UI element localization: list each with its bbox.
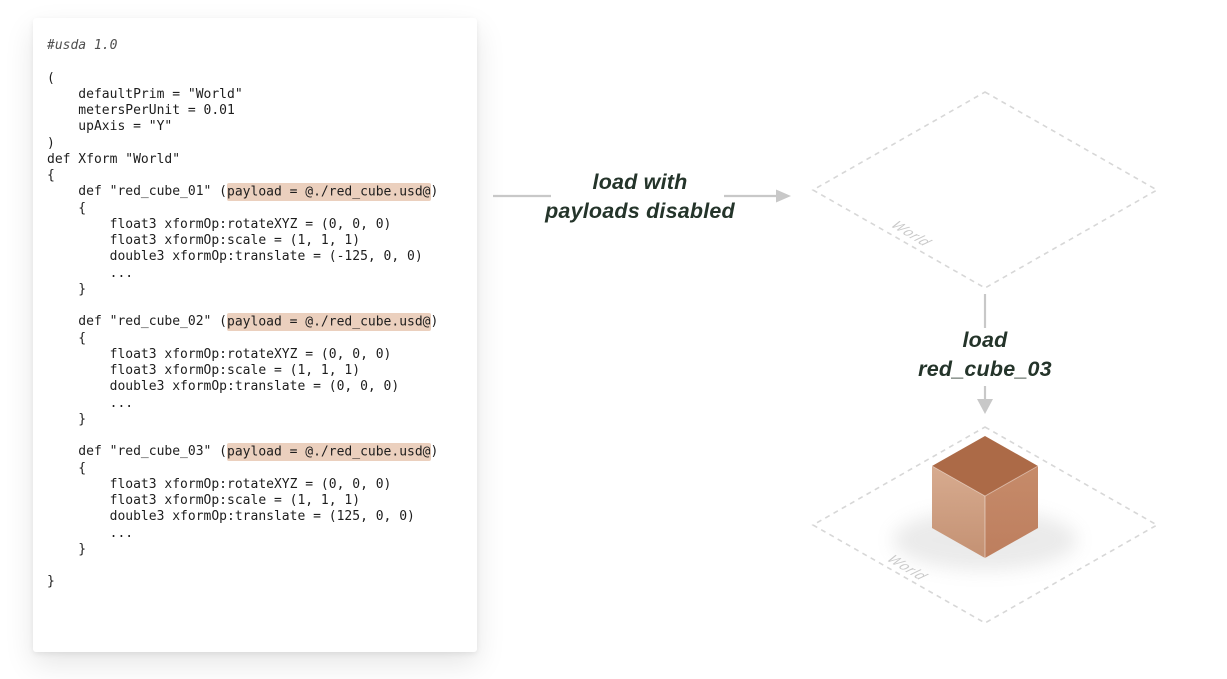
arrowhead-right-icon (776, 189, 791, 203)
code-line: upAxis = "Y" (47, 119, 173, 135)
cube-right-face (985, 466, 1038, 558)
cube-shadow (893, 510, 1077, 570)
code-line: } (47, 411, 87, 427)
code-line: { (47, 460, 87, 476)
code-line: metersPerUnit = 0.01 (47, 103, 235, 118)
arrow-label-line: load with (592, 170, 688, 194)
cube-left-face (932, 466, 985, 558)
code-line: double3 xformOp:translate = (125, 0, 0) (47, 509, 415, 525)
cube-top-face (932, 436, 1038, 496)
world-label-before: World (887, 219, 935, 249)
code-line: ) (47, 135, 55, 151)
code-line: float3 xformOp:rotateXYZ = (0, 0, 0) (47, 216, 392, 232)
code-line: { (47, 168, 55, 183)
code-line: ( (47, 70, 55, 86)
code-line: double3 xformOp:translate = (-125, 0, 0) (47, 249, 423, 265)
arrow-label-line: load (962, 328, 1008, 352)
cube-top-edge (931, 465, 1039, 497)
arrow-label-line: payloads disabled (545, 199, 735, 223)
code-line: } (47, 541, 87, 557)
code-line: float3 xformOp:rotateXYZ = (0, 0, 0) (47, 476, 392, 492)
code-line: } (47, 281, 87, 297)
code-line: double3 xformOp:translate = (0, 0, 0) (47, 379, 400, 395)
code-line: float3 xformOp:scale = (1, 1, 1) (47, 233, 361, 248)
stage-before-plane (811, 91, 1159, 289)
code-line: def "red_cube_03" (payload = @./red_cube… (47, 442, 439, 461)
code-line: #usda 1.0 (47, 38, 118, 53)
code-line: ... (47, 525, 134, 541)
arrowhead-down-icon (977, 399, 993, 414)
code-line (47, 298, 469, 314)
arrow-label-line: red_cube_03 (918, 357, 1052, 381)
stage-after-plane (811, 426, 1159, 624)
code-line (47, 428, 469, 444)
code-line (47, 558, 469, 574)
code-line: ... (47, 265, 134, 281)
code-line: def "red_cube_02" (payload = @./red_cube… (47, 312, 439, 331)
code-block: #usda 1.0 ( defaultPrim = "World" meters… (47, 38, 469, 591)
code-panel: #usda 1.0 ( defaultPrim = "World" meters… (33, 18, 477, 652)
code-line: float3 xformOp:scale = (1, 1, 1) (47, 493, 361, 508)
code-line: { (47, 330, 87, 346)
code-line: defaultPrim = "World" (47, 86, 243, 102)
code-line (47, 54, 469, 70)
payload-highlight: payload = @./red_cube.usd@ (227, 182, 431, 201)
code-line: def Xform "World" (47, 151, 181, 167)
code-line: { (47, 200, 87, 216)
arrow-label-payloads-disabled: load with payloads disabled (510, 168, 770, 226)
code-line: float3 xformOp:rotateXYZ = (0, 0, 0) (47, 346, 392, 362)
payload-highlight: payload = @./red_cube.usd@ (227, 312, 431, 331)
world-label-after: World (883, 553, 931, 583)
code-line: } (47, 574, 55, 590)
red-cube (931, 436, 1039, 558)
payload-highlight: payload = @./red_cube.usd@ (227, 442, 431, 461)
arrow-label-load-cube: load red_cube_03 (855, 326, 1115, 384)
code-line: def "red_cube_01" (payload = @./red_cube… (47, 182, 439, 201)
code-line: float3 xformOp:scale = (1, 1, 1) (47, 363, 361, 378)
code-line: ... (47, 395, 134, 411)
